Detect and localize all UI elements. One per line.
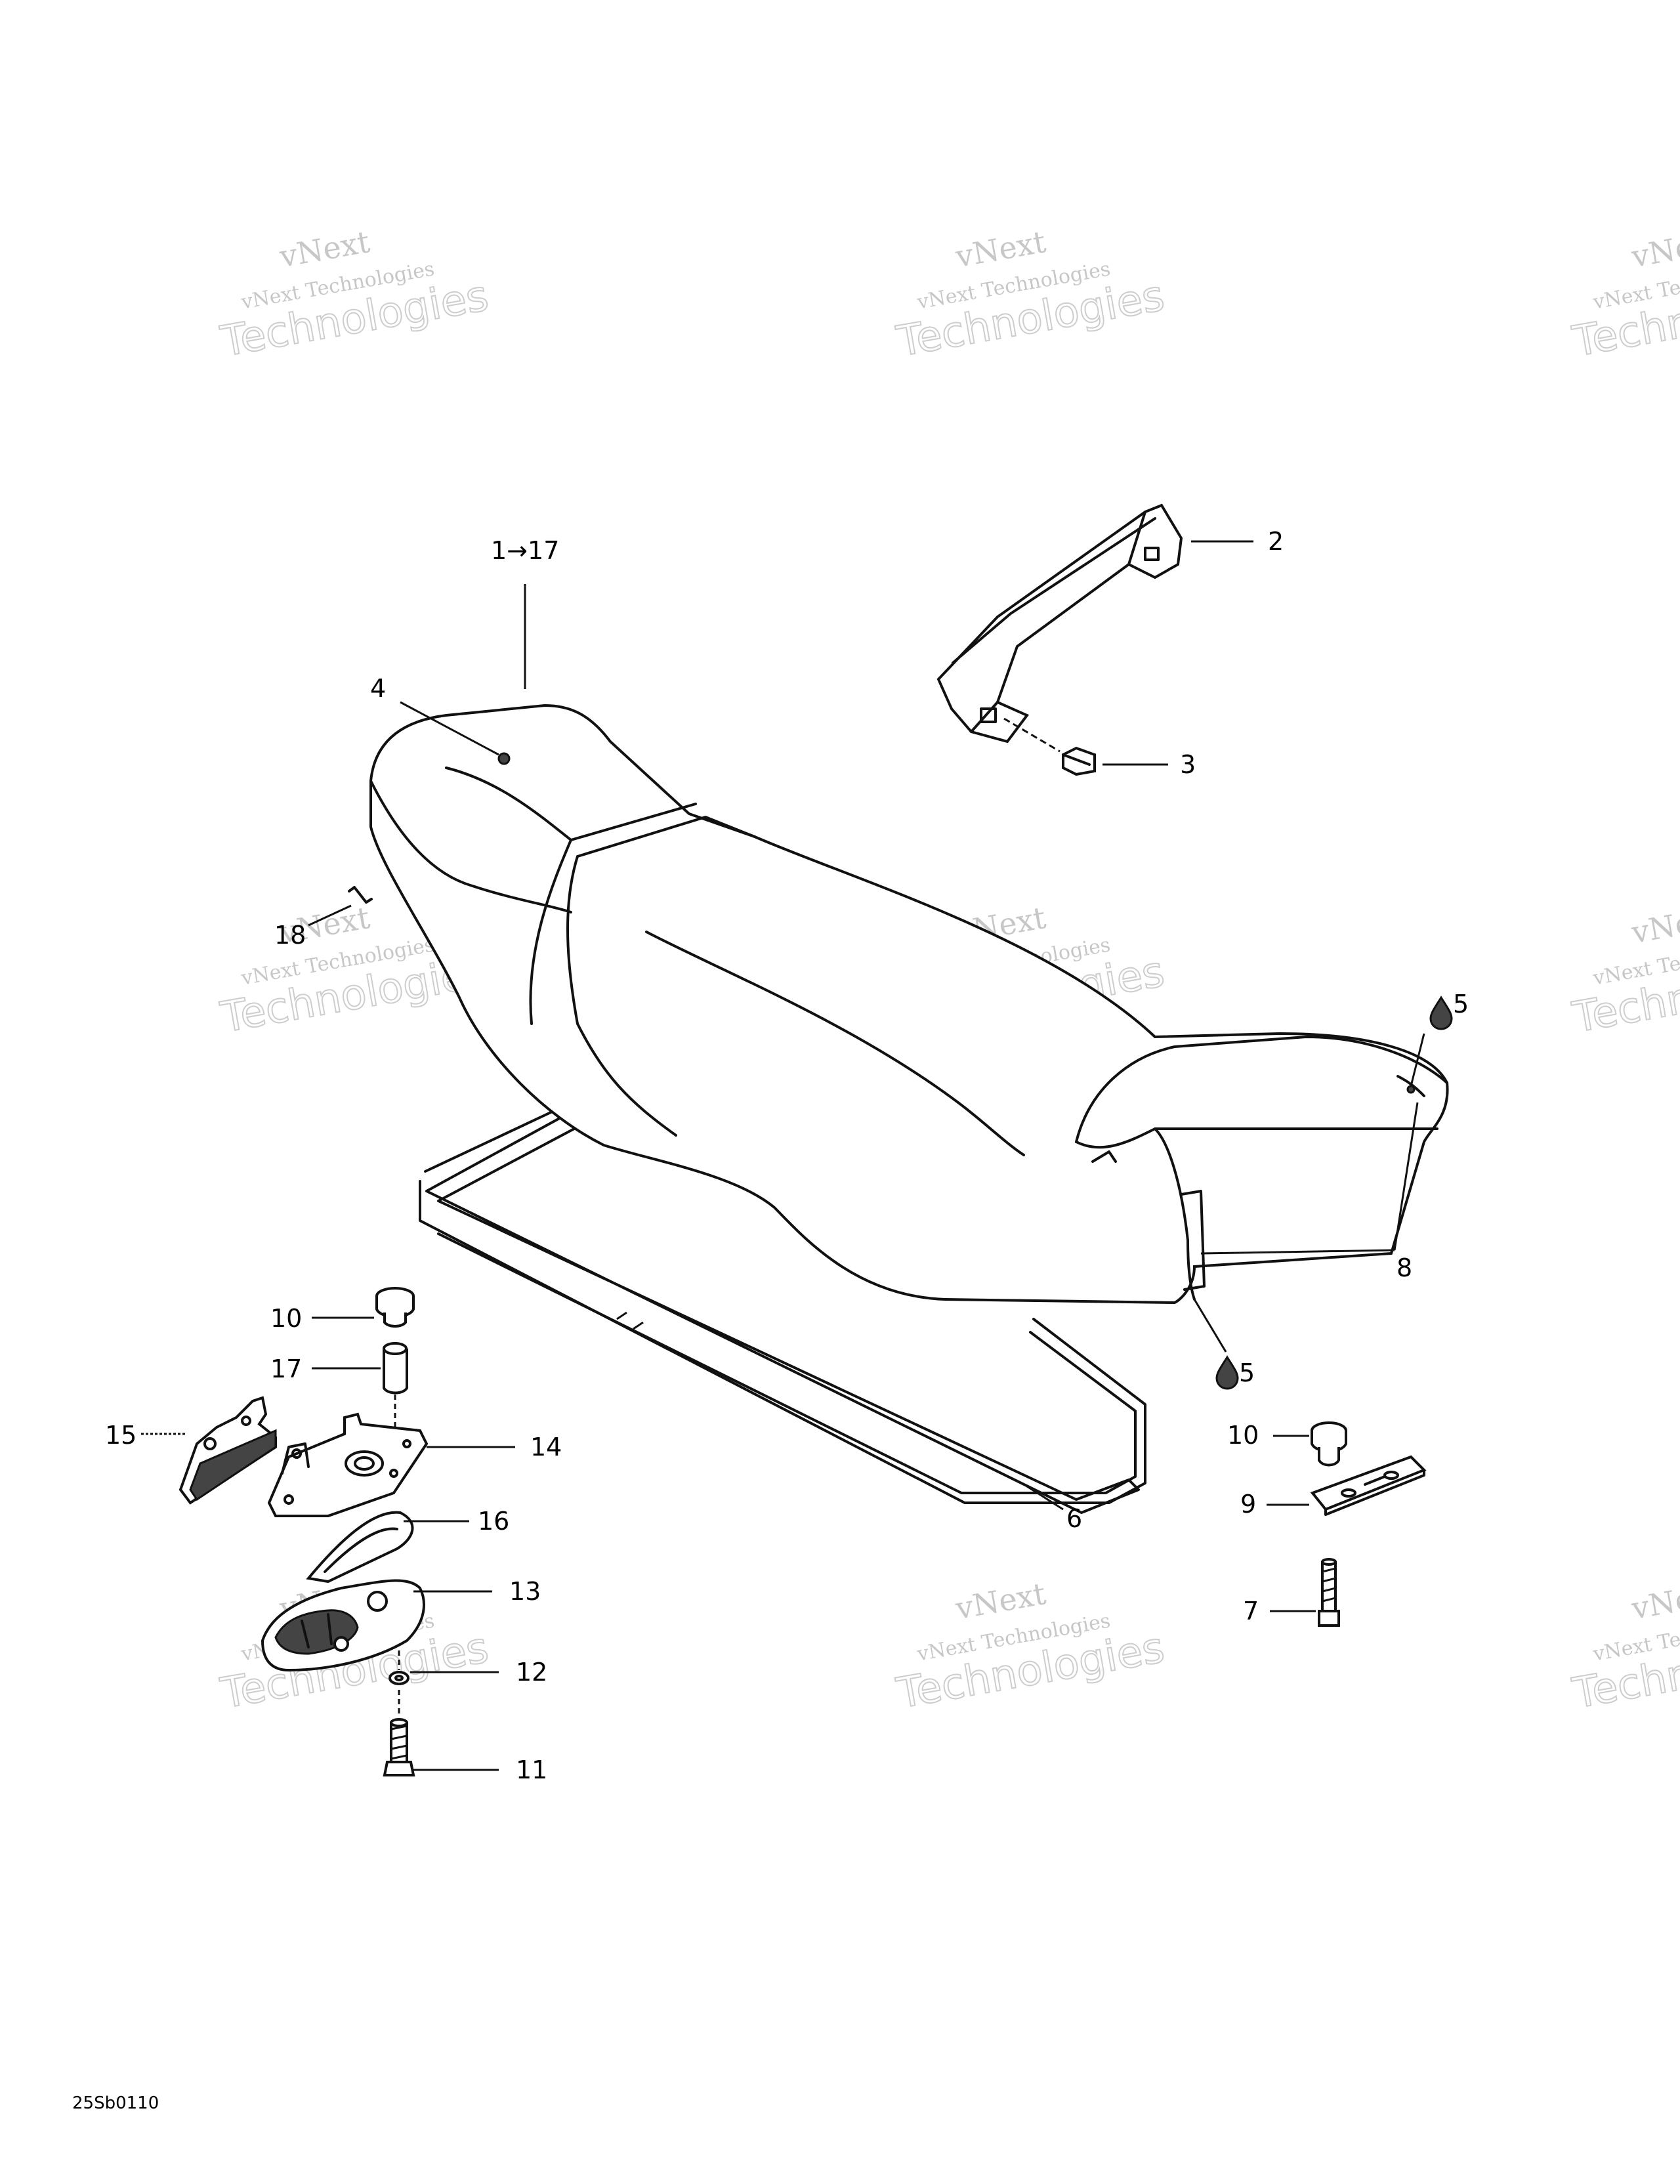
callout-10: 10 — [270, 1304, 302, 1333]
handle-screw — [1003, 717, 1096, 776]
callout-7: 7 — [1243, 1597, 1259, 1626]
leader-lines — [141, 540, 1425, 1771]
drawing-code: 25Sb0110 — [72, 2093, 159, 2113]
drop-icon — [1215, 1355, 1239, 1390]
watermark: vNext vNext Technologies Technologies — [1568, 224, 1680, 368]
watermark-line1: vNext — [1628, 900, 1680, 950]
callout-18: 18 — [274, 921, 306, 950]
drop-icons — [1215, 996, 1453, 1390]
watermark-line1: vNext — [952, 224, 1049, 274]
callout-2: 2 — [1268, 527, 1284, 556]
watermark-line1: vNext — [1628, 224, 1680, 274]
callout-11: 11 — [516, 1755, 547, 1784]
callout-8: 8 — [1396, 1253, 1412, 1282]
watermark: vNext vNext Technologies Technologies — [892, 224, 1169, 368]
watermark: vNext vNext Technologies Technologies — [1568, 900, 1680, 1043]
callout-10: 10 — [1227, 1421, 1259, 1450]
callout-13: 13 — [509, 1577, 541, 1606]
watermark-line1: vNext — [1628, 1576, 1680, 1626]
callout-15: 15 — [105, 1421, 136, 1450]
callout-labels: 1→17 2 3 4 5 5 6 7 8 9 10 10 11 12 13 14… — [105, 527, 1469, 1784]
callout-3: 3 — [1180, 750, 1196, 779]
callout-17: 17 — [270, 1354, 302, 1383]
callout-6: 6 — [1066, 1504, 1082, 1533]
grab-handle — [936, 503, 1183, 744]
watermark-line1: vNext — [952, 1576, 1049, 1626]
callout-5: 5 — [1453, 990, 1469, 1018]
drop-icon — [1429, 996, 1453, 1030]
callout-5: 5 — [1239, 1358, 1255, 1387]
right-fasteners — [1310, 1421, 1427, 1627]
seat-assembly — [348, 704, 1449, 1305]
vent-hole — [497, 752, 511, 765]
watermark: vNext vNext Technologies Technologies — [892, 1576, 1169, 1719]
callout-16: 16 — [478, 1507, 509, 1536]
callout-9: 9 — [1240, 1490, 1256, 1519]
callout-14: 14 — [530, 1433, 562, 1461]
watermark: vNext vNext Technologies Technologies — [217, 224, 493, 368]
watermark-line1: vNext — [276, 224, 373, 274]
hinge-assembly — [178, 1287, 429, 1776]
watermark: vNext vNext Technologies Technologies — [1568, 1576, 1680, 1719]
callout-1-17: 1→17 — [491, 536, 559, 565]
callout-4: 4 — [370, 674, 386, 703]
callout-12: 12 — [516, 1658, 547, 1687]
